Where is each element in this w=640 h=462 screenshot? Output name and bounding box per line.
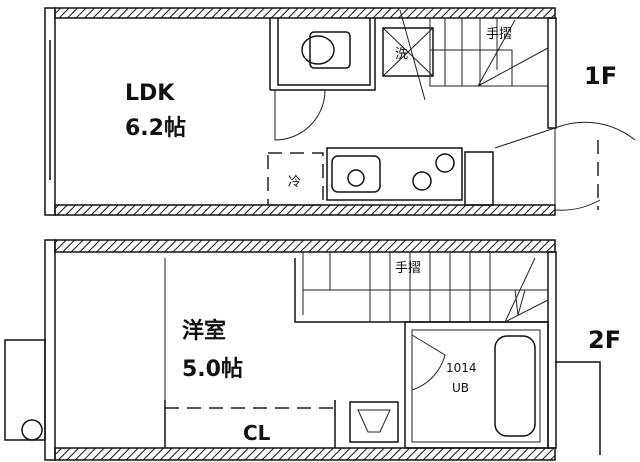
floor-2-plan: [4, 239, 601, 461]
toilet-room-walls: [269, 18, 376, 91]
wall-bottom: [54, 447, 556, 461]
stairs-2f: [294, 252, 549, 323]
sink-icon: [331, 155, 381, 193]
wall-left: [44, 239, 56, 461]
washer-label: 洗: [395, 47, 408, 62]
closet-walls: [164, 400, 336, 448]
kitchen-counter: [326, 147, 463, 201]
room-name-ldk: LDK: [125, 81, 175, 106]
washbasin-bowl-icon: [357, 409, 391, 433]
entrance-door[interactable]: [494, 121, 636, 211]
bathroom: [404, 321, 549, 449]
floor-label-1f: 1F: [584, 62, 617, 90]
bath-label: UB: [452, 381, 469, 395]
toilet-tank: [309, 31, 351, 69]
wall-top: [54, 239, 556, 253]
fridge-space: [267, 152, 324, 206]
room-size-western: 5.0帖: [182, 357, 243, 382]
sink-drain: [347, 169, 365, 187]
floor-label-2f: 2F: [588, 326, 621, 354]
wall-right: [547, 251, 557, 449]
toilet-door[interactable]: [274, 89, 326, 141]
floor-1-plan: [44, 7, 636, 216]
bath-size-label: 1014: [446, 361, 477, 375]
closet-label: CL: [243, 421, 271, 445]
balcony: [4, 339, 46, 441]
room-name-western: 洋室: [182, 318, 226, 344]
bathtub-icon: [494, 335, 536, 437]
washer-pan: [382, 27, 434, 77]
washer-cross-icon: [382, 27, 434, 77]
room-size-ldk: 6.2帖: [125, 116, 186, 141]
balcony-drain: [21, 419, 43, 441]
handrail-label-2f: 手摺: [395, 261, 421, 276]
washbasin: [349, 401, 399, 443]
wall-right: [547, 17, 557, 129]
toilet-bowl-icon: [301, 35, 335, 65]
handrail-label-1f: 手摺: [486, 27, 512, 42]
fridge-label: 冷: [288, 175, 301, 190]
stove-burner-icon: [412, 171, 432, 191]
wall-left: [44, 7, 56, 216]
bathroom-door[interactable]: [411, 334, 446, 391]
wall-bottom: [54, 204, 556, 216]
outdoor-unit: [555, 361, 601, 455]
wall-top: [54, 7, 556, 19]
stove-burner-icon: [435, 153, 455, 173]
stairs-1f: [399, 9, 549, 101]
bathroom-inner: [411, 329, 541, 443]
kitchen-cabinet: [464, 151, 494, 206]
